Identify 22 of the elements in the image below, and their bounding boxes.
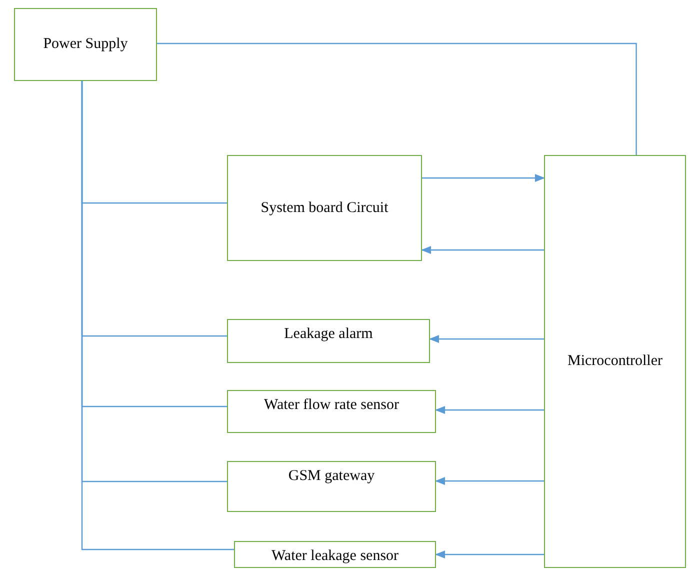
- block-box: [227, 319, 430, 363]
- block-label: Water flow rate sensor: [264, 396, 399, 415]
- arrow: [422, 174, 545, 182]
- block-box: [234, 541, 436, 568]
- arrow: [435, 477, 544, 485]
- block-label: Water leakage sensor: [271, 547, 399, 566]
- block-box: [227, 390, 436, 433]
- block-label: Power Supply: [43, 35, 128, 54]
- arrow: [435, 550, 544, 558]
- arrow: [421, 246, 544, 254]
- block-box: [14, 8, 157, 81]
- block-box: [227, 155, 422, 261]
- block-box: [227, 461, 436, 512]
- block-label: System board Circuit: [260, 198, 388, 218]
- arrow: [429, 335, 544, 343]
- arrow: [435, 406, 544, 414]
- block-label: Microcontroller: [568, 352, 662, 371]
- block-label: GSM gateway: [288, 467, 375, 486]
- block-label: Leakage alarm: [284, 325, 373, 344]
- connector-line: [157, 42, 637, 155]
- block-box: [544, 155, 686, 568]
- connector-line: [81, 81, 234, 550]
